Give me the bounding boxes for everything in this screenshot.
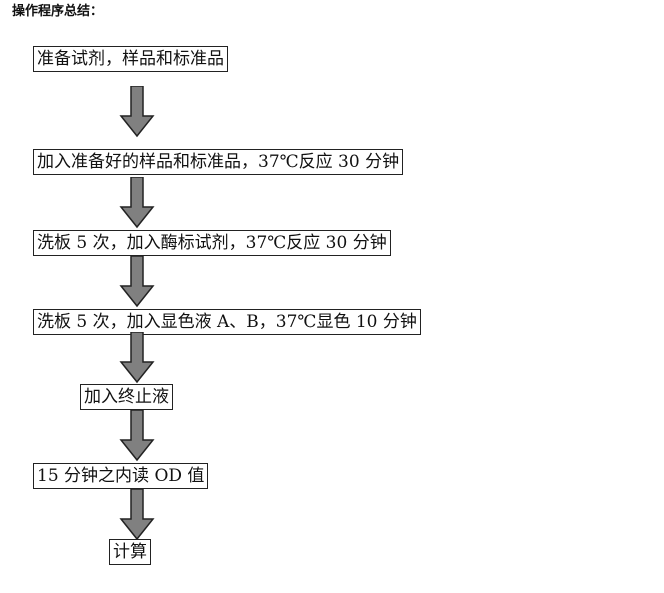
flow-arrow-6 <box>119 489 155 541</box>
step-7-box: 计算 <box>109 539 151 565</box>
step-2-label: 加入准备好的样品和标准品，37℃反应 30 分钟 <box>37 152 400 172</box>
step-3-box: 洗板 5 次，加入酶标试剂，37℃反应 30 分钟 <box>33 230 391 256</box>
flow-arrow-1 <box>119 86 155 138</box>
step-5-box: 加入终止液 <box>80 384 173 410</box>
step-1-box: 准备试剂，样品和标准品 <box>33 46 228 72</box>
step-6-label: 15 分钟之内读 OD 值 <box>37 466 205 486</box>
step-5-label: 加入终止液 <box>84 387 169 407</box>
flow-arrow-5 <box>119 410 155 462</box>
flow-arrow-4 <box>119 332 155 384</box>
step-7-label: 计算 <box>113 542 147 562</box>
step-6-box: 15 分钟之内读 OD 值 <box>33 463 209 489</box>
step-2-box: 加入准备好的样品和标准品，37℃反应 30 分钟 <box>33 149 404 175</box>
page-title: 操作程序总结： <box>12 4 104 19</box>
flow-arrow-2 <box>119 177 155 229</box>
step-4-label: 洗板 5 次，加入显色液 A、B，37℃显色 10 分钟 <box>37 312 417 332</box>
step-1-label: 准备试剂，样品和标准品 <box>37 49 224 69</box>
step-3-label: 洗板 5 次，加入酶标试剂，37℃反应 30 分钟 <box>37 233 387 253</box>
step-4-box: 洗板 5 次，加入显色液 A、B，37℃显色 10 分钟 <box>33 309 421 335</box>
flow-arrow-3 <box>119 256 155 308</box>
